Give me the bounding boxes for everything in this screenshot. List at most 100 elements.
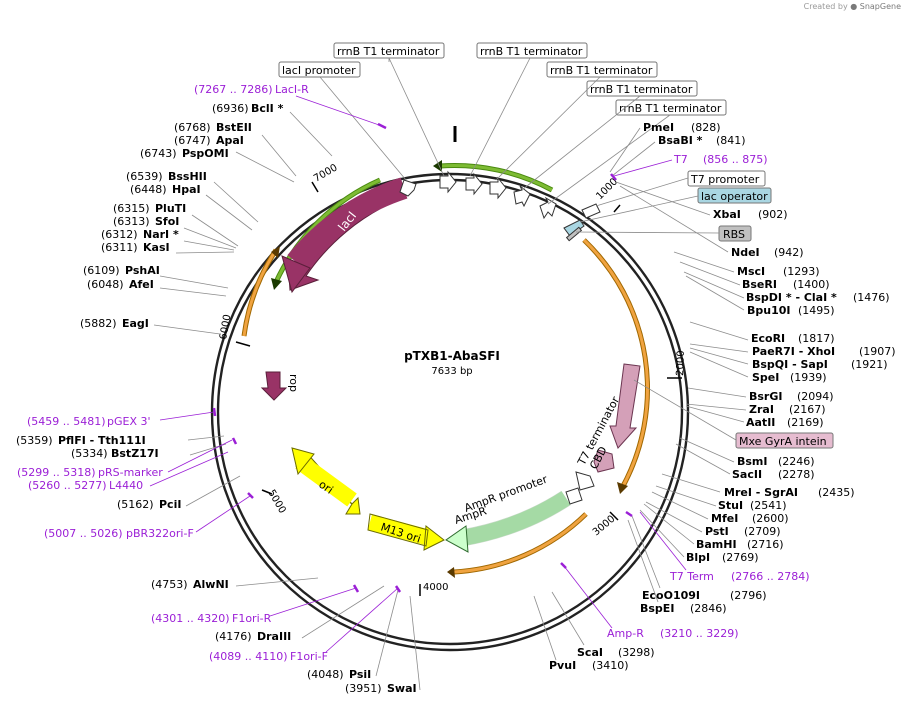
lac-operator-label[interactable]: lac operator [701, 190, 768, 203]
site-pmei[interactable]: PmeI [643, 121, 674, 134]
site-afei[interactable]: AfeI [129, 278, 154, 291]
site-msci[interactable]: MscI [737, 265, 765, 278]
primer-t7[interactable]: T7 [673, 153, 688, 166]
primer-l4440[interactable]: L4440 [109, 479, 143, 492]
rrnB-label-2[interactable]: rrnB T1 terminator [480, 45, 583, 58]
site-bpu10i[interactable]: Bpu10I [747, 304, 791, 317]
site-bcli[interactable]: BclI * [251, 102, 284, 115]
site-mfei[interactable]: MfeI [711, 512, 738, 525]
site-sacii[interactable]: SacII [732, 468, 762, 481]
primer-ampr[interactable]: Amp-R [607, 627, 644, 640]
site-bseri[interactable]: BseRI [742, 278, 777, 291]
site-sfoi[interactable]: SfoI [155, 215, 179, 228]
site-pos: (6048) [87, 278, 124, 291]
primer-pgex[interactable]: pGEX 3' [107, 415, 151, 428]
site-draiii[interactable]: DraIII [257, 630, 291, 643]
site-pshai[interactable]: PshAI [125, 264, 160, 277]
rop-feature[interactable] [260, 371, 288, 401]
site-bspdi[interactable]: BspDI * - ClaI * [746, 291, 837, 304]
site-xbai[interactable]: XbaI [713, 208, 741, 221]
intein-label[interactable]: Mxe GyrA intein [739, 435, 827, 448]
site-bstz17i[interactable]: BstZ17I [111, 447, 159, 460]
primer-l4440-range: (5260 .. 5277) [28, 479, 107, 492]
primer-pbr322[interactable]: pBR322ori-F [126, 527, 194, 540]
site-pos: (1476) [853, 291, 890, 304]
terminator-glyph-3[interactable] [489, 176, 507, 200]
site-pos: (1817) [798, 332, 835, 345]
lac-operator-glyph[interactable] [563, 219, 585, 237]
site-bamhi[interactable]: BamHI [696, 538, 737, 551]
site-pspomi[interactable]: PspOMI [182, 147, 229, 160]
site-pos: (6539) [126, 170, 163, 183]
site-alwni[interactable]: AlwNI [193, 578, 229, 591]
primer-f1ori-r[interactable]: F1ori-R [232, 612, 272, 625]
ampr-promoter-glyph[interactable] [565, 487, 583, 505]
lacI-body [287, 177, 408, 270]
site-aatii[interactable]: AatII [746, 416, 775, 429]
site-nari[interactable]: NarI * [143, 228, 179, 241]
t7-promoter-label[interactable]: T7 promoter [690, 173, 760, 186]
rbs-label[interactable]: RBS [723, 228, 745, 241]
site-bsteii[interactable]: BstEII [216, 121, 252, 134]
rrnB-label-1[interactable]: rrnB T1 terminator [337, 45, 440, 58]
site-psti[interactable]: PstI [705, 525, 729, 538]
rrnB-label-4[interactable]: rrnB T1 terminator [590, 83, 693, 96]
site-zrai[interactable]: ZraI [749, 403, 774, 416]
site-pcii[interactable]: PciI [159, 498, 181, 511]
ampr-head[interactable] [445, 525, 469, 553]
site-pflfi[interactable]: PflFI - Tth111I [58, 434, 146, 447]
site-bsshii[interactable]: BssHII [168, 170, 207, 183]
site-mrei[interactable]: MreI - SgrAI [724, 486, 798, 499]
site-pos: (2246) [778, 455, 815, 468]
cbd-feature[interactable] [593, 449, 615, 473]
lacI-promoter-label[interactable]: lacI promoter [282, 64, 356, 77]
intein-feature[interactable] [609, 363, 641, 449]
left-sites: (6936) BclI * (6768) BstEII (6747) ApaI … [16, 102, 417, 695]
t7-terminator-glyph[interactable] [575, 471, 595, 491]
site-ecoo109i[interactable]: EcoO109I [642, 589, 700, 602]
site-apai[interactable]: ApaI [216, 134, 244, 147]
site-psii[interactable]: PsiI [349, 668, 371, 681]
t7-promoter-glyph[interactable] [581, 203, 601, 219]
primer-laci-r-mark [377, 122, 387, 130]
site-paer7i[interactable]: PaeR7I - XhoI [752, 345, 835, 358]
site-spei[interactable]: SpeI [752, 371, 779, 384]
primer-prs[interactable]: pRS-marker [98, 466, 163, 479]
primer-f1ori-f[interactable]: F1ori-F [290, 650, 328, 663]
site-bspqi[interactable]: BspQI - SapI [752, 358, 828, 371]
site-ndei[interactable]: NdeI [731, 246, 760, 259]
terminator-glyph-2[interactable] [465, 172, 483, 196]
m13-outline[interactable] [367, 513, 429, 547]
site-swai[interactable]: SwaI [387, 682, 417, 695]
site-pos: (2846) [690, 602, 727, 615]
terminator-glyph-4[interactable] [513, 185, 531, 208]
rrnB-label-5[interactable]: rrnB T1 terminator [619, 102, 722, 115]
site-bsabi[interactable]: BsaBI * [658, 134, 703, 147]
orange-arc-1 [582, 238, 649, 489]
site-ecori[interactable]: EcoRI [751, 332, 785, 345]
terminator-glyph-1[interactable] [439, 170, 457, 194]
site-blpi[interactable]: BlpI [686, 551, 710, 564]
site-scai[interactable]: ScaI [577, 646, 603, 659]
ruler-4000: 4000 [423, 582, 448, 593]
primer-laci-r[interactable]: LacI-R [275, 83, 309, 96]
plasmid-name: pTXB1-AbaSFI [404, 349, 500, 363]
primer-t7term[interactable]: T7 Term [669, 570, 714, 583]
site-stui[interactable]: StuI [718, 499, 743, 512]
site-bsmi[interactable]: BsmI [737, 455, 768, 468]
site-bsrgi[interactable]: BsrGI [749, 390, 782, 403]
lacI-promoter-feature[interactable] [399, 179, 417, 197]
rrnB-label-3[interactable]: rrnB T1 terminator [550, 64, 653, 77]
rbs-glyph[interactable] [565, 226, 583, 242]
site-hpai[interactable]: HpaI [172, 183, 201, 196]
site-pluti[interactable]: PluTI [155, 202, 186, 215]
site-pos: (2716) [747, 538, 784, 551]
site-pvui[interactable]: PvuI [549, 659, 576, 672]
terminator-glyph-5[interactable] [539, 196, 557, 220]
site-kasi[interactable]: KasI [143, 241, 170, 254]
site-eagi[interactable]: EagI [122, 317, 149, 330]
site-bspei[interactable]: BspEI [640, 602, 674, 615]
site-pos: (1400) [793, 278, 830, 291]
right-leaders [533, 127, 749, 661]
